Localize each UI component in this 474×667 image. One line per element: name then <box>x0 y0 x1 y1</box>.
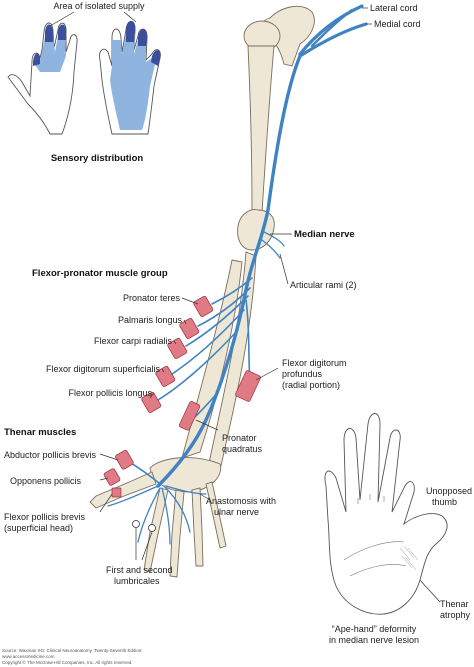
articular-ramus-1 <box>263 231 285 247</box>
muscle-abductor-pollicis-brevis <box>115 449 134 470</box>
finger-ring <box>191 487 204 567</box>
muscle-fdp <box>235 370 261 402</box>
finger-little <box>205 481 227 549</box>
pronator-quadratus-label-1: Pronator <box>222 433 257 443</box>
cord-branch-upper <box>310 8 354 48</box>
leader-lines <box>99 7 441 603</box>
lumbrical-1 <box>132 520 140 528</box>
left-isolated-thumb <box>33 53 40 66</box>
fds-label: Flexor digitorum superficialis <box>46 364 161 374</box>
anastomosis-label-1: Anastomosis with <box>206 496 276 506</box>
unopposed-label-2: thumb <box>432 497 457 507</box>
left-isolated-middle <box>58 24 66 40</box>
muscle-flexor-pollicis-brevis <box>111 487 122 498</box>
muscle-fds <box>155 365 176 387</box>
articular-rami-label: Articular rami (2) <box>290 280 357 290</box>
unopposed-label-1: Unopposed <box>426 486 472 496</box>
sensory-hands: Area of isolated supply Sensory distribu… <box>7 1 161 164</box>
finger-middle <box>169 489 185 578</box>
fdp-label-3: (radial portion) <box>282 380 340 390</box>
lateral-cord <box>298 4 364 56</box>
flexor-carpi-radialis-label: Flexor carpi radialis <box>94 336 173 346</box>
credit-site: www.accessmedicine.com <box>2 654 55 659</box>
right-isolated-thumb <box>151 50 161 66</box>
median-nerve-trunk <box>156 54 302 488</box>
fpl-label: Flexor pollicis longus <box>68 388 152 398</box>
flexor-pronator-group-label: Flexor-pronator muscle group <box>32 268 168 279</box>
branch-palmaris <box>197 287 251 327</box>
muscle-pronator-teres <box>193 295 214 317</box>
left-isolated-index <box>45 24 53 42</box>
left-hand-outline <box>7 22 78 135</box>
finger-creases <box>357 494 385 504</box>
area-leader-left <box>49 11 75 27</box>
ape-hand-caption-1: “Ape-hand” deformity <box>332 624 417 634</box>
fdp-label-1: Flexor digitorum <box>282 358 347 368</box>
ape-hand <box>324 413 448 615</box>
branch-fpl <box>157 329 239 401</box>
sensory-distribution-title: Sensory distribution <box>51 153 144 164</box>
muscle-opponens-pollicis <box>103 468 121 486</box>
articular-ramus-2 <box>261 239 281 259</box>
muscle-palmaris-longus <box>179 317 200 339</box>
fdp-label-2: profundus <box>282 369 323 379</box>
abductor-pollicis-brevis-label: Abductor pollicis brevis <box>4 450 97 460</box>
palm-crease-2 <box>349 564 407 577</box>
elbow <box>237 209 275 251</box>
fpb-label-1: Flexor pollicis brevis <box>4 512 86 522</box>
lumbrical-2 <box>148 524 156 532</box>
branch-digital-ring <box>163 485 191 533</box>
thumb-bones <box>89 471 157 509</box>
muscle-fpl <box>141 391 162 413</box>
right-isolated-index <box>126 21 136 42</box>
pronator-quadratus-label-2: quadratus <box>222 444 263 454</box>
credit-source: Source: Waxman SG: Clinical Neuroanatomy… <box>2 648 142 653</box>
branch-fcr <box>185 295 249 347</box>
credit-copyright: Copyright © The McGraw-Hill Companies, I… <box>2 659 133 665</box>
right-isolated-middle <box>138 29 148 46</box>
medial-cord <box>298 22 368 58</box>
credits: Source: Waxman SG: Clinical Neuroanatomy… <box>2 648 142 665</box>
left-hand-shade <box>33 36 66 72</box>
thenar-atrophy-label-2: atrophy <box>440 610 471 620</box>
fpb-label-2: (superficial head) <box>4 523 73 533</box>
thenar-muscles-label: Thenar muscles <box>4 427 76 438</box>
branch-fds <box>171 309 245 375</box>
medial-cord-label: Medial cord <box>374 19 421 29</box>
branch-digital-thumb <box>107 485 159 507</box>
median-nerve-label: Median nerve <box>294 229 355 240</box>
anastomosis-label-2: ulnar nerve <box>214 507 259 517</box>
branch-digital-index <box>137 487 161 543</box>
palm-crease-1 <box>343 541 405 561</box>
muscle-pronator-quadratus <box>178 401 201 431</box>
branch-digital-middle <box>161 487 171 545</box>
right-hand-shade <box>110 34 156 130</box>
ape-hand-caption-2: in median nerve lesion <box>329 635 419 645</box>
palmaris-longus-label: Palmaris longus <box>118 315 183 325</box>
area-leader-right <box>123 11 137 23</box>
thenar-atrophy-label-1: Thenar <box>440 599 469 609</box>
branch-pronator-teres <box>211 277 253 305</box>
nerves <box>107 4 368 545</box>
lumbricales-label-2: lumbricales <box>114 576 160 586</box>
lateral-cord-label: Lateral cord <box>370 3 418 13</box>
pronator-teres-label: Pronator teres <box>123 293 181 303</box>
lumbricales-label-1: First and second <box>106 565 173 575</box>
branch-anastomosis <box>165 485 207 495</box>
ape-hand-outline <box>324 413 448 615</box>
muscle-flexor-carpi-radialis <box>167 337 188 359</box>
labels: Lateral cord Medial cord Median nerve Ar… <box>4 3 472 645</box>
thenar-atrophy-hatching <box>399 545 419 571</box>
opponens-pollicis-label: Opponens pollicis <box>10 476 82 486</box>
area-of-isolated-supply-label: Area of isolated supply <box>53 1 145 11</box>
muscles <box>103 295 261 532</box>
